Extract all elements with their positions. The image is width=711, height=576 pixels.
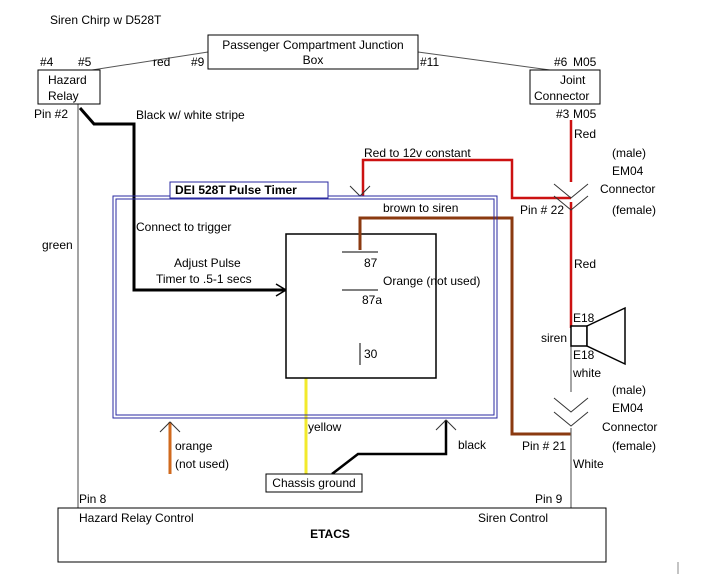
pin-label-m05-bottom: M05 [573,107,597,121]
em04-top-chevron-female [553,195,589,211]
chassis-ground-label: Chassis ground [272,476,355,490]
label-red-12v: Red to 12v constant [364,146,471,160]
label-black: black [458,438,487,452]
pin-label-4: #4 [40,55,54,69]
label-siren-control: Siren Control [478,511,548,525]
label-yellow: yellow [308,420,342,434]
wire-red-12v [361,158,571,200]
label-red-top: red [153,55,170,69]
pulse-timer-title: DEI 528T Pulse Timer [175,183,297,197]
label-adjust-pulse-line1: Adjust Pulse [174,256,241,270]
diagram-title: Siren Chirp w D528T [50,13,162,27]
label-e18-bottom: E18 [573,348,595,362]
pin-label-9-etacs: Pin 9 [535,492,563,506]
pin-label-8: Pin 8 [79,492,107,506]
pin-label-3: #3 [556,107,570,121]
hazard-relay-label-line2: Relay [48,89,79,103]
siren-horn-icon [586,306,626,366]
relay-box [285,233,437,379]
relay-30-label: 30 [364,347,378,361]
joint-connector-label-line1: Joint [560,73,586,87]
em04-bottom-line3: Connector [602,420,657,434]
junction-box-label-line1: Passenger Compartment Junction [222,38,403,52]
arrow-black [435,419,457,431]
label-black-white-stripe: Black w/ white stripe [136,108,245,122]
label-brown-siren: brown to siren [383,201,458,215]
label-hazard-relay-control: Hazard Relay Control [79,511,194,525]
em04-top-chevron-male [553,183,589,199]
pin-label-22: Pin # 22 [520,203,564,217]
pin-label-5: #5 [78,55,92,69]
label-red-m05: Red [574,127,596,141]
label-orange-bottom-line2: (not used) [175,457,229,471]
pulse-timer-title-box [169,181,329,199]
arrow-12v [349,185,371,197]
wire-junction-to-joint [417,51,551,71]
pin-label-21: Pin # 21 [522,439,566,453]
em04-bottom-line2: EM04 [612,401,644,415]
wire-black-white-stripe [78,107,286,292]
pulse-timer-box-inner [115,198,495,416]
label-red-mid: Red [574,257,596,271]
joint-connector-label-line2: Connector [534,89,589,103]
pin-label-9: #9 [191,55,205,69]
etacs-label: ETACS [310,527,350,541]
em04-bottom-chevron-male [553,397,589,413]
label-orange-bottom-line1: orange [175,439,213,453]
em04-top-line2: EM04 [612,164,644,178]
hazard-relay-box [37,69,101,105]
em04-bottom-line4: (female) [612,439,656,453]
pin-label-2: Pin #2 [34,107,68,121]
junction-box [207,34,419,70]
em04-top-line4: (female) [612,203,656,217]
wire-black-ground [331,420,448,475]
em04-top-line3: Connector [600,182,655,196]
label-siren: siren [541,331,567,345]
joint-connector-box [529,69,601,105]
em04-bottom-line1: (male) [612,383,646,397]
relay-87-label: 87 [364,256,378,270]
arrow-orange [159,421,181,433]
hazard-relay-label-line1: Hazard [48,73,87,87]
label-green: green [42,238,73,252]
etacs-box [57,507,607,563]
label-adjust-pulse-line2: Timer to .5-1 secs [156,272,252,286]
chassis-ground-box [265,473,363,493]
label-white-small: white [572,366,601,380]
label-orange-relay: Orange (not used) [383,274,480,288]
pin-label-11: #11 [420,55,439,69]
junction-box-label-line2: Box [303,53,324,67]
em04-top-line1: (male) [612,146,646,160]
label-white-cap: White [573,457,604,471]
wire-hazard-to-junction [91,51,209,71]
label-connect-trigger: Connect to trigger [136,220,231,234]
pin-label-6: #6 [554,55,568,69]
pin-label-m05-top: M05 [573,55,597,69]
relay-87a-label: 87a [362,293,382,307]
label-e18-top: E18 [573,311,595,325]
em04-bottom-chevron-female [553,411,589,427]
siren-body [570,325,588,347]
